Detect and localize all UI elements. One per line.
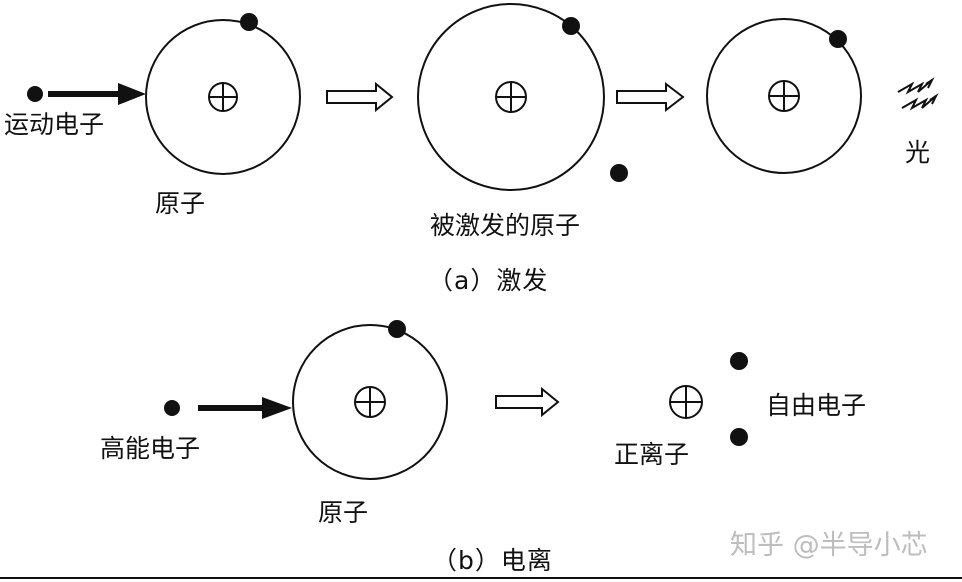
caption-b: （b）电离	[432, 548, 553, 573]
orbit-electron	[240, 13, 258, 31]
nucleus-plus-icon	[496, 82, 526, 112]
nucleus-plus-icon	[769, 81, 799, 111]
watermark: 知乎 @半导小芯	[730, 532, 928, 559]
positive-ion-label: 正离子	[614, 442, 689, 467]
panel-a	[27, 4, 936, 190]
atom-ground-state	[146, 13, 300, 174]
free-electron	[730, 428, 748, 446]
scattered-electron	[610, 164, 628, 182]
orbit-electron	[829, 30, 847, 48]
atom-label: 原子	[318, 500, 368, 525]
atom-label: 原子	[155, 191, 205, 216]
hollow-arrow-icon	[617, 84, 683, 110]
incoming-electron-arrow	[48, 83, 146, 105]
light-label: 光	[905, 140, 930, 165]
incoming-electron-arrow	[198, 397, 292, 419]
orbit-electron	[562, 17, 580, 35]
orbit-electron	[388, 320, 406, 338]
high-energy-electron-label: 高能电子	[100, 436, 200, 461]
free-electron-label: 自由电子	[766, 393, 866, 418]
moving-electron-label: 运动电子	[4, 112, 104, 137]
atom-excited	[418, 4, 628, 190]
hollow-arrow-icon	[327, 84, 392, 110]
atom-relaxed	[707, 19, 861, 173]
atom-ground-state	[293, 320, 447, 479]
hollow-arrow-icon	[496, 389, 558, 415]
nucleus-plus-icon	[209, 83, 237, 111]
positive-ion	[670, 386, 702, 418]
caption-a: （a）激发	[428, 268, 548, 293]
incoming-electron	[27, 86, 43, 102]
light-emission-icon	[898, 80, 936, 108]
free-electron	[730, 352, 748, 370]
nucleus-plus-icon	[355, 387, 385, 417]
excited-atom-label: 被激发的原子	[430, 213, 580, 238]
incoming-electron	[164, 400, 180, 416]
